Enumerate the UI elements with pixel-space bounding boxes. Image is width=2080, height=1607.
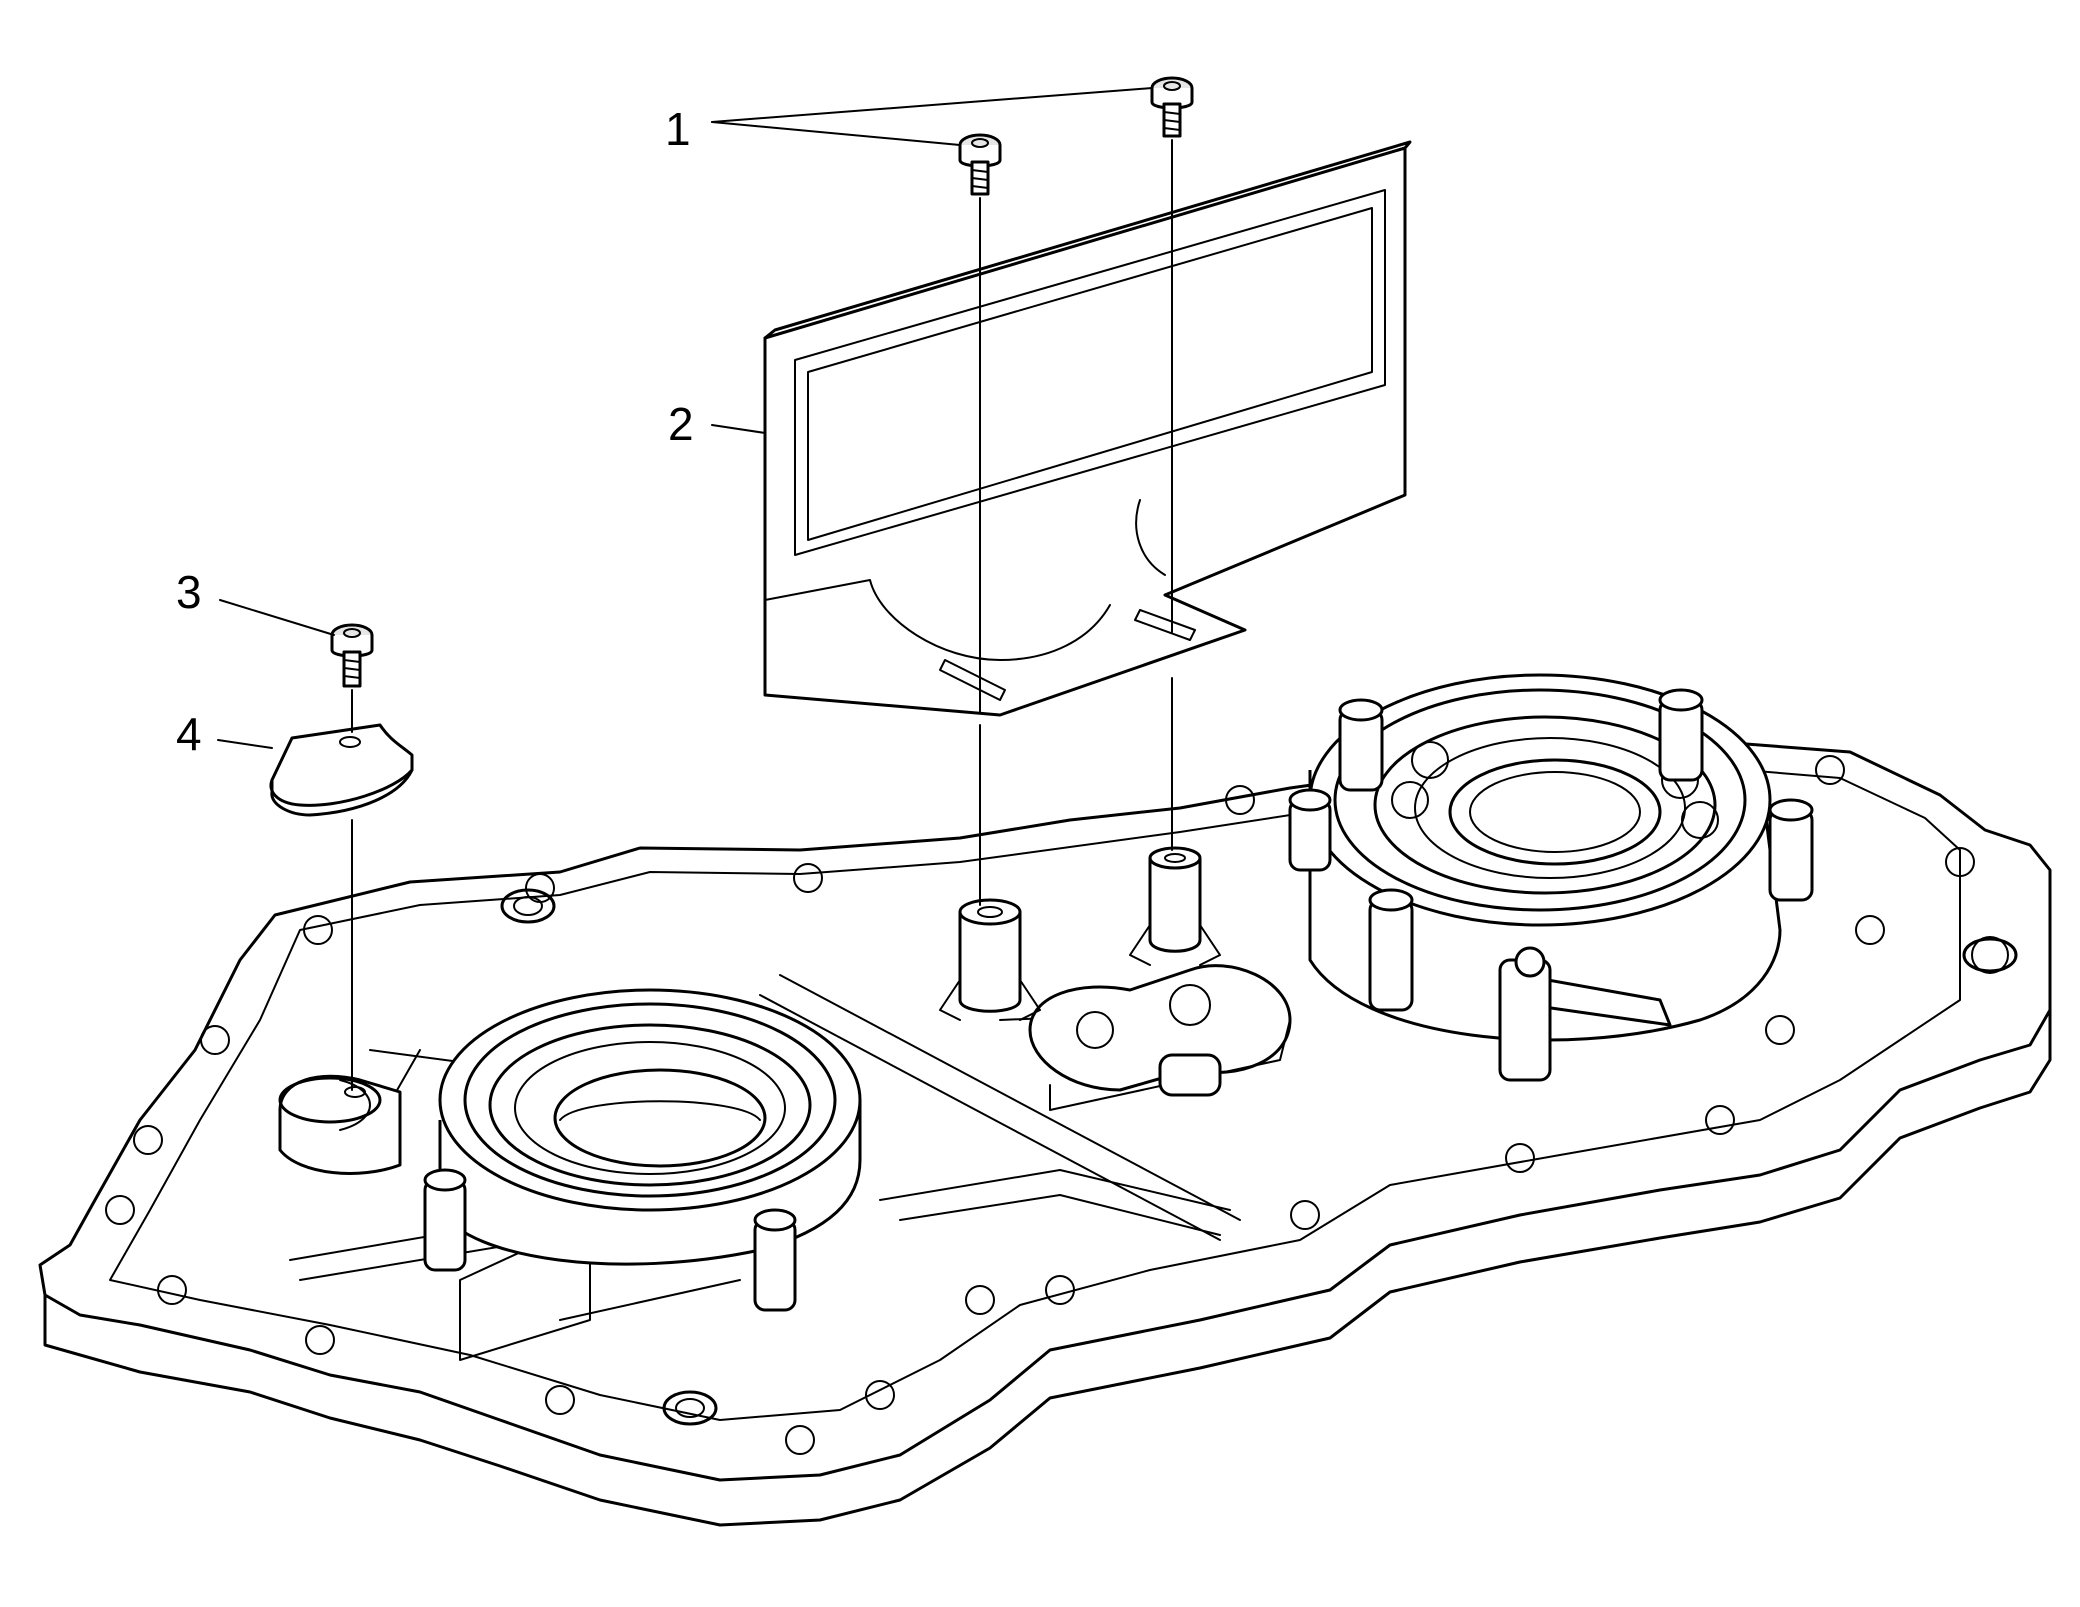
callout-3: 3 bbox=[176, 566, 335, 636]
screw-1b bbox=[1150, 76, 1194, 138]
right-bearing-boss bbox=[1288, 673, 1814, 1042]
center-shift-plate bbox=[1028, 964, 1292, 1111]
callout-label-1: 1 bbox=[665, 103, 691, 155]
callout-label-3: 3 bbox=[176, 566, 202, 618]
left-bearing-boss bbox=[438, 988, 862, 1266]
flange-bolt-holes bbox=[105, 755, 2009, 1455]
cover-plate bbox=[763, 140, 1412, 717]
retainer-plate bbox=[269, 723, 414, 817]
callout-label-4: 4 bbox=[176, 708, 202, 760]
screw-1a bbox=[958, 133, 1002, 196]
callout-1: 1 bbox=[665, 87, 1153, 155]
callout-4: 4 bbox=[176, 708, 273, 760]
alignment-lines bbox=[351, 139, 1173, 1091]
callout-label-2: 2 bbox=[668, 398, 694, 450]
callout-2: 2 bbox=[668, 398, 766, 450]
screw-3 bbox=[330, 623, 374, 688]
transfer-case-housing bbox=[38, 673, 2052, 1527]
